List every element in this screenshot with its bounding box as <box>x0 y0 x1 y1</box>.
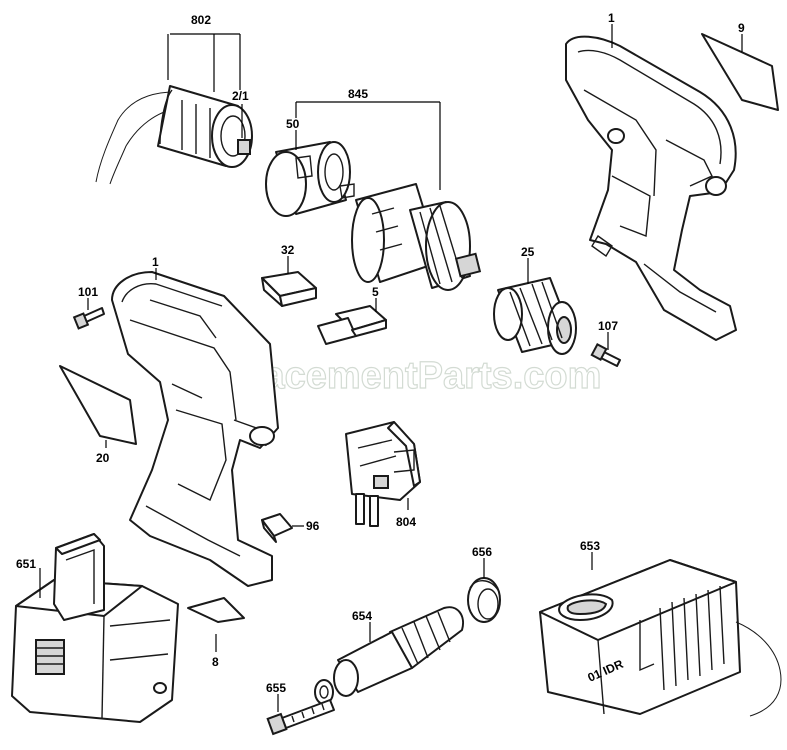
screw-part-107 <box>590 343 621 367</box>
housing-half-right-part-1 <box>565 35 737 341</box>
callout-9: 9 <box>738 21 745 35</box>
clip-part-96 <box>261 513 293 543</box>
slider-part-32 <box>261 271 317 307</box>
label-plate-part-20 <box>59 365 137 445</box>
callout-2-1: 2/1 <box>232 89 249 103</box>
callout-654: 654 <box>352 609 372 623</box>
callout-845: 845 <box>348 87 368 101</box>
leader-lines <box>39 24 743 712</box>
callout-101: 101 <box>78 285 98 299</box>
callout-8: 8 <box>212 655 219 669</box>
callout-32: 32 <box>281 243 295 257</box>
callout-655: 655 <box>266 681 286 695</box>
ring-part-656 <box>467 577 501 623</box>
gearbox-part-845 <box>351 183 482 291</box>
gear-ring-part-50 <box>265 141 355 217</box>
chuck-sleeve-part-25 <box>493 277 577 355</box>
switch-slide-part-5 <box>317 305 387 345</box>
callout-651: 651 <box>16 557 36 571</box>
callout-656: 656 <box>472 545 492 559</box>
bolt-part-655 <box>266 699 335 736</box>
battery-pack-part-651 <box>11 533 179 723</box>
callout-653: 653 <box>580 539 600 553</box>
callout-5: 5 <box>372 285 379 299</box>
callout-804: 804 <box>396 515 416 529</box>
label-plate-part-8 <box>187 597 245 623</box>
callout-802: 802 <box>191 13 211 27</box>
callout-1-top: 1 <box>608 11 615 25</box>
screw-part-101 <box>72 307 105 330</box>
charger-part-653: 01 IDR <box>539 559 782 717</box>
callout-20: 20 <box>96 451 110 465</box>
motor-part-802 <box>95 85 253 185</box>
label-plate-part-9 <box>701 33 779 111</box>
switch-part-804 <box>345 421 421 527</box>
callout-96: 96 <box>306 519 320 533</box>
callout-107: 107 <box>598 319 618 333</box>
callout-25: 25 <box>521 245 535 259</box>
housing-half-left-part-1 <box>111 271 279 587</box>
aux-handle-part-654 <box>314 606 464 705</box>
callout-1-left: 1 <box>152 255 159 269</box>
callout-50: 50 <box>286 117 300 131</box>
callout-labels: 802 2/1 50 845 1 9 32 1 25 101 5 107 20 … <box>16 11 745 695</box>
